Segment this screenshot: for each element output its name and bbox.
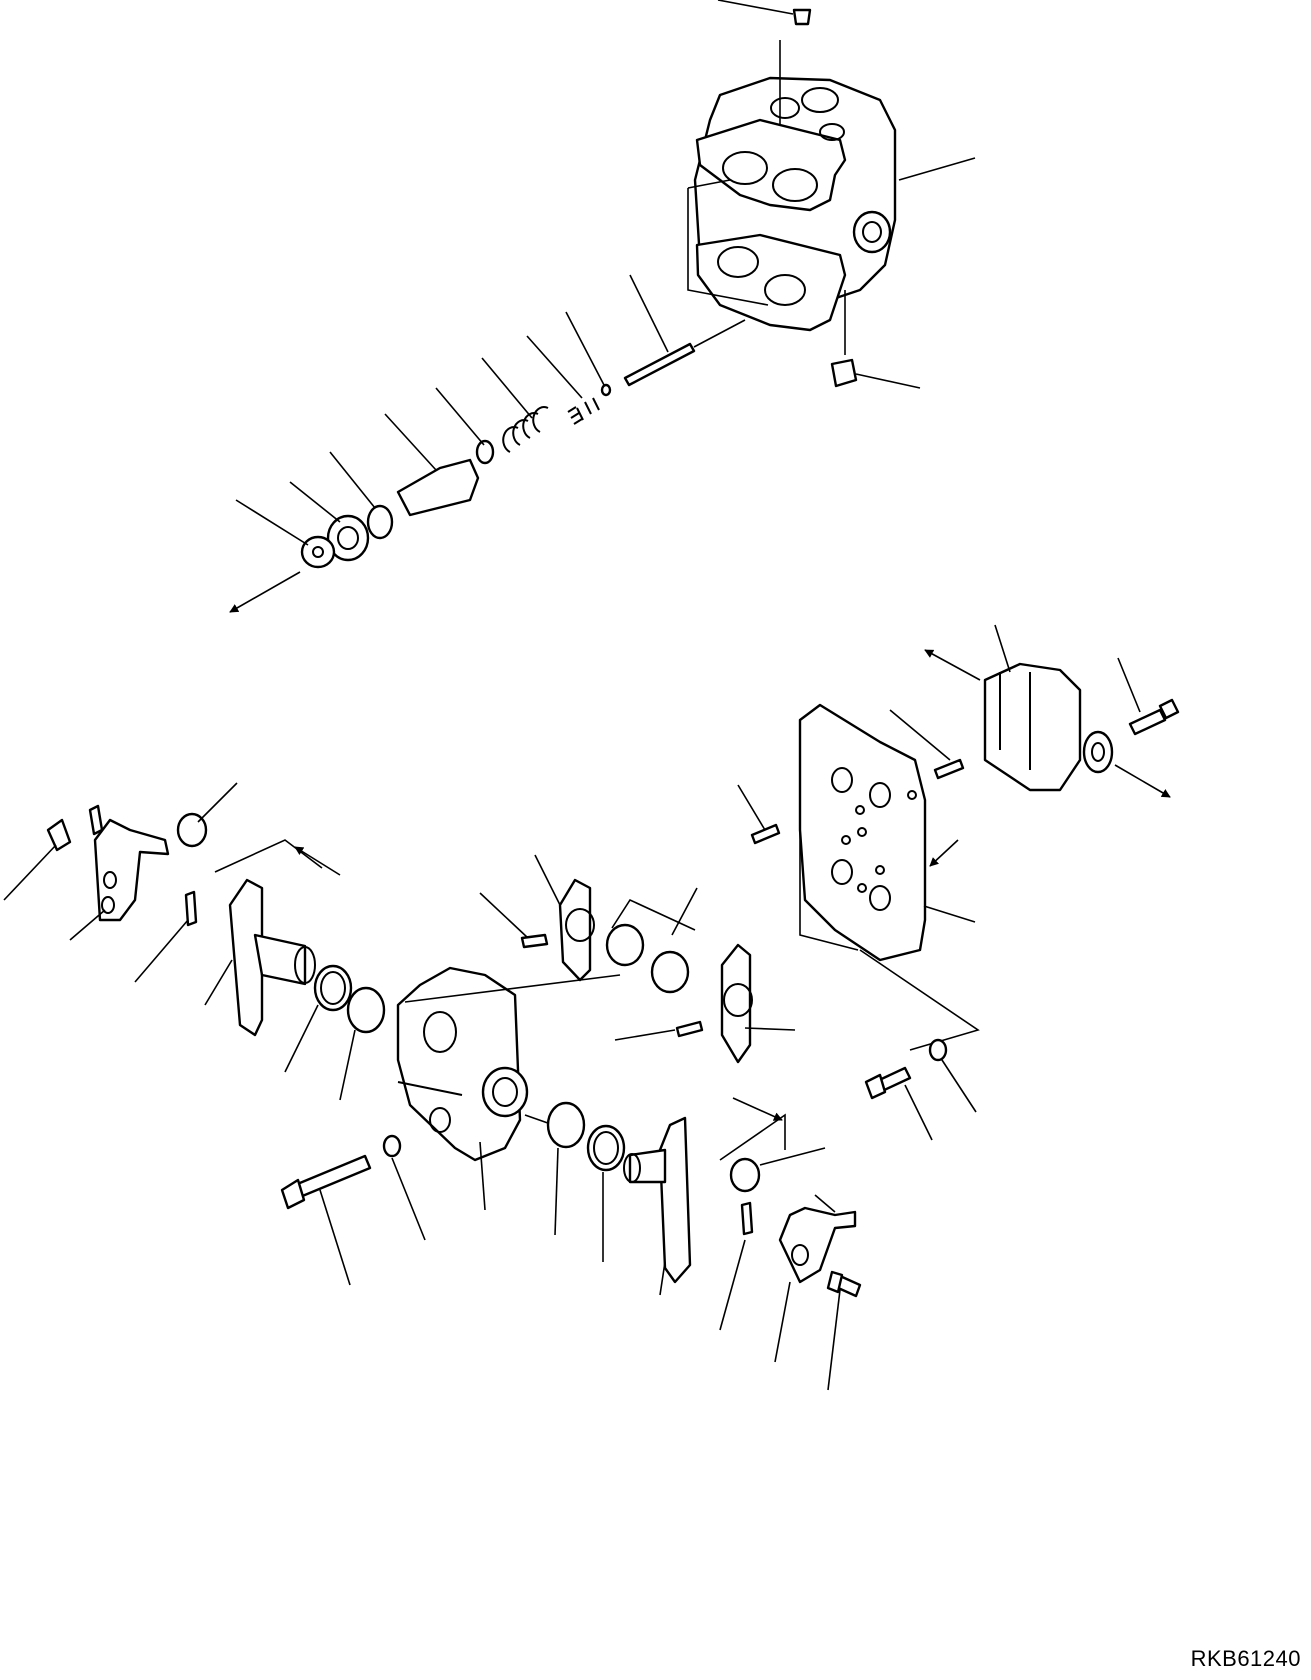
seal-left: [285, 966, 351, 1072]
bushing-left: [340, 988, 384, 1100]
lever-left: [205, 880, 315, 1035]
arrow-icon: [1115, 765, 1171, 797]
leader-body: [899, 158, 975, 180]
arrow-icon: [733, 1098, 783, 1121]
upper-lever-assembly: [480, 855, 795, 1062]
lower-right-assembly: [548, 1098, 860, 1390]
arrow-icon: [924, 650, 980, 680]
solenoid-block: [924, 625, 1171, 797]
arrow-icon: [294, 847, 340, 875]
plug-bottom: [832, 360, 920, 388]
plug-top: [718, 0, 810, 24]
spool-assembly: [229, 275, 745, 612]
bolt-washer-right: [866, 1040, 976, 1140]
pin-b: [738, 785, 779, 843]
pin-a: [890, 710, 963, 778]
arrow-icon: [229, 572, 300, 612]
left-bracket-assembly: [4, 783, 340, 982]
lower-housing: [398, 968, 620, 1160]
lower-bolts-and-washers: [282, 1136, 485, 1285]
side-plate: [800, 705, 978, 1050]
arrow-icon: [929, 840, 958, 867]
bolt-right: [1118, 658, 1178, 734]
figure-code: RKB61240: [1190, 1646, 1301, 1671]
valve-body: [688, 40, 895, 355]
